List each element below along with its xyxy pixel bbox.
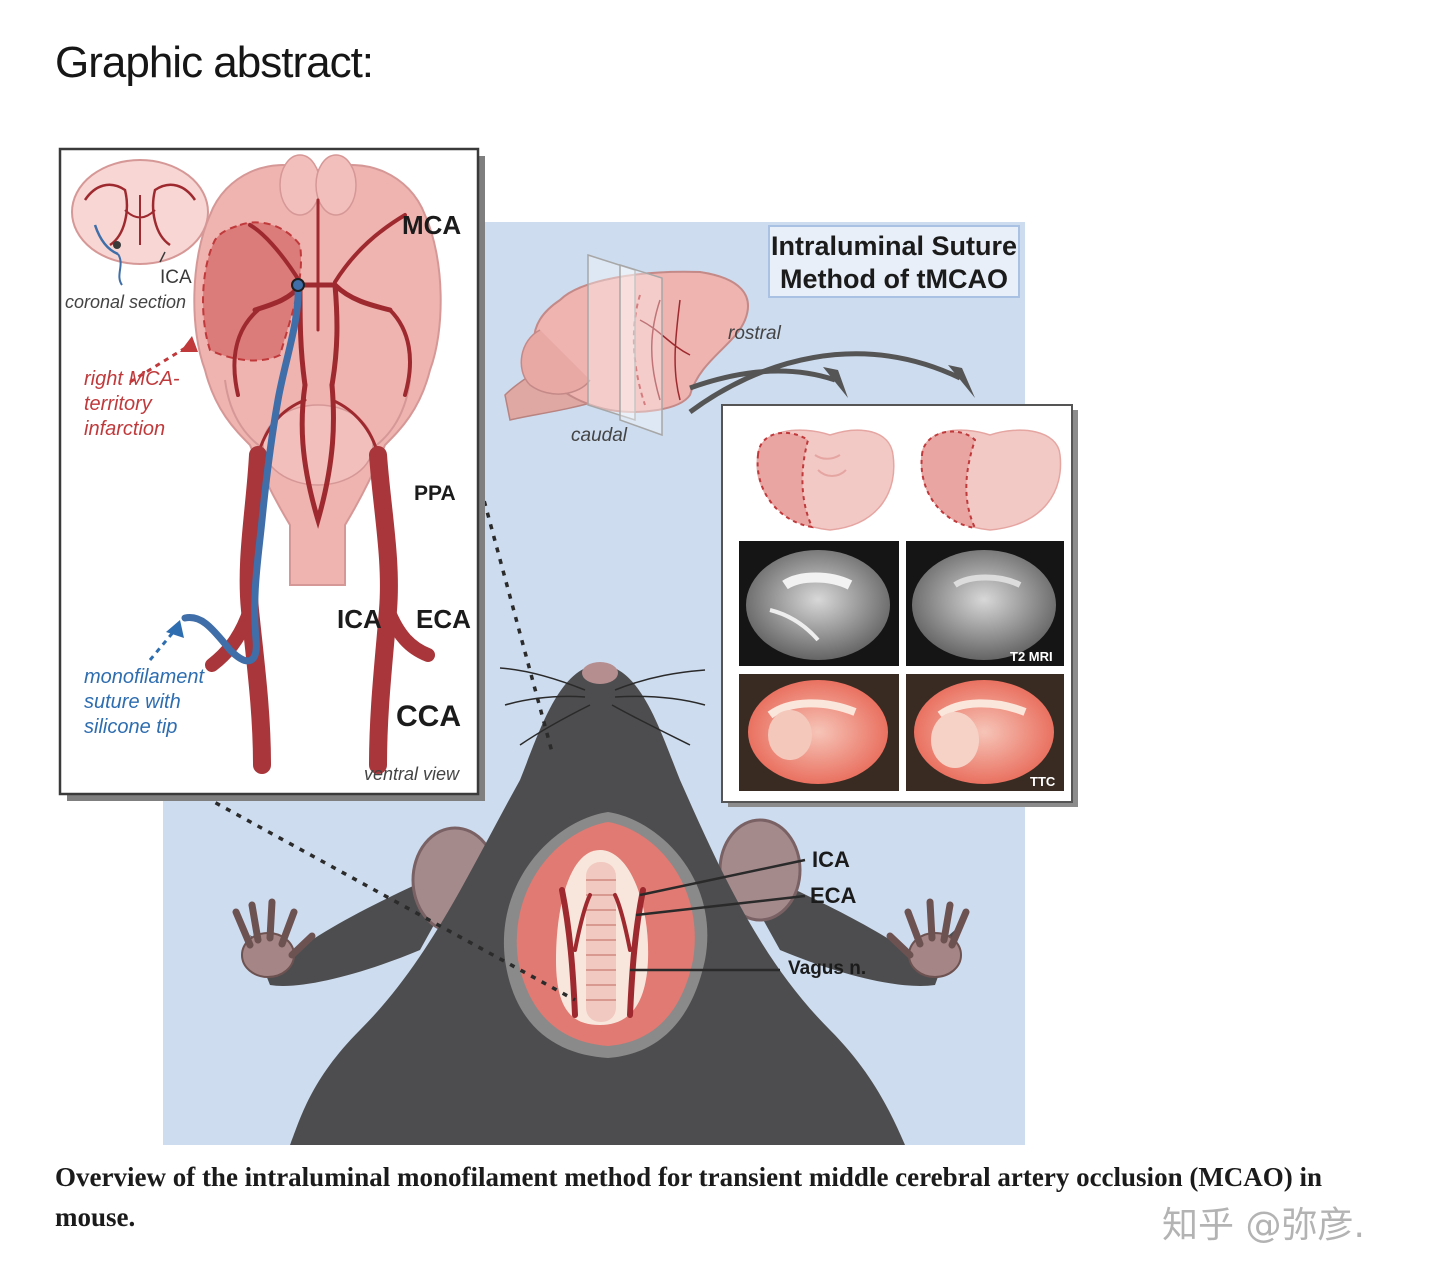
mri-left [739, 541, 899, 666]
ventral-brain [129, 154, 442, 774]
label-ttc: TTC [1030, 774, 1056, 789]
label-t2-mri: T2 MRI [1010, 649, 1053, 664]
label-monofilament-suture: monofilament suture with silicone tip [84, 666, 205, 738]
slice-arrowheads [823, 365, 975, 398]
dotted-connectors [204, 477, 576, 1002]
coronal-section-inset [71, 159, 209, 286]
mri-right [906, 541, 1064, 666]
schematic-slice-left [756, 429, 895, 531]
mouse-whiskers [499, 667, 706, 746]
label-coronal-section: coronal section [65, 292, 187, 312]
ttc-right [906, 674, 1064, 791]
label-eca: ECA [416, 604, 471, 634]
label-infarction: right MCA-territory infarction [84, 368, 180, 440]
silicone-tip [291, 278, 305, 292]
label-rostral: rostral [728, 323, 781, 344]
method-title-line1: Intraluminal Suture [770, 231, 1018, 261]
schematic-slice-right [920, 429, 1062, 531]
mouse-left-paw [232, 898, 316, 978]
label-ppa: PPA [414, 482, 456, 505]
trachea [586, 862, 616, 1022]
label-ica: ICA [337, 604, 382, 634]
ttc-left [739, 674, 899, 791]
monofilament-suture [181, 281, 302, 665]
label-vagus-nerve: Vagus n. [788, 958, 867, 979]
method-title-box: Intraluminal Suture Method of tMCAO [768, 225, 1020, 298]
label-cca: CCA [396, 700, 461, 733]
figure-caption: Overview of the intraluminal monofilamen… [55, 1162, 1323, 1232]
mouse-right-paw [886, 898, 970, 978]
label-ica-coronal: ICA [160, 267, 192, 288]
page-heading: Graphic abstract: [55, 38, 374, 87]
label-mouse-ica: ICA [812, 847, 850, 872]
slice-arrows [688, 351, 962, 415]
watermark: 知乎 @弥彦. [1162, 1205, 1365, 1246]
label-caudal: caudal [571, 425, 627, 446]
method-title-line2: Method of tMCAO [780, 264, 1008, 294]
sagittal-brain [504, 253, 749, 437]
label-ventral-view: ventral view [364, 764, 460, 784]
label-mouse-eca: ECA [810, 883, 857, 908]
infarct-region [202, 221, 302, 362]
label-mca: MCA [402, 210, 462, 240]
mouse-leader-lines [630, 858, 806, 972]
imaging-panel [721, 404, 1078, 807]
mouse-illustration [232, 662, 970, 1145]
brain-panel [58, 147, 485, 801]
mouse-nose [582, 662, 618, 684]
